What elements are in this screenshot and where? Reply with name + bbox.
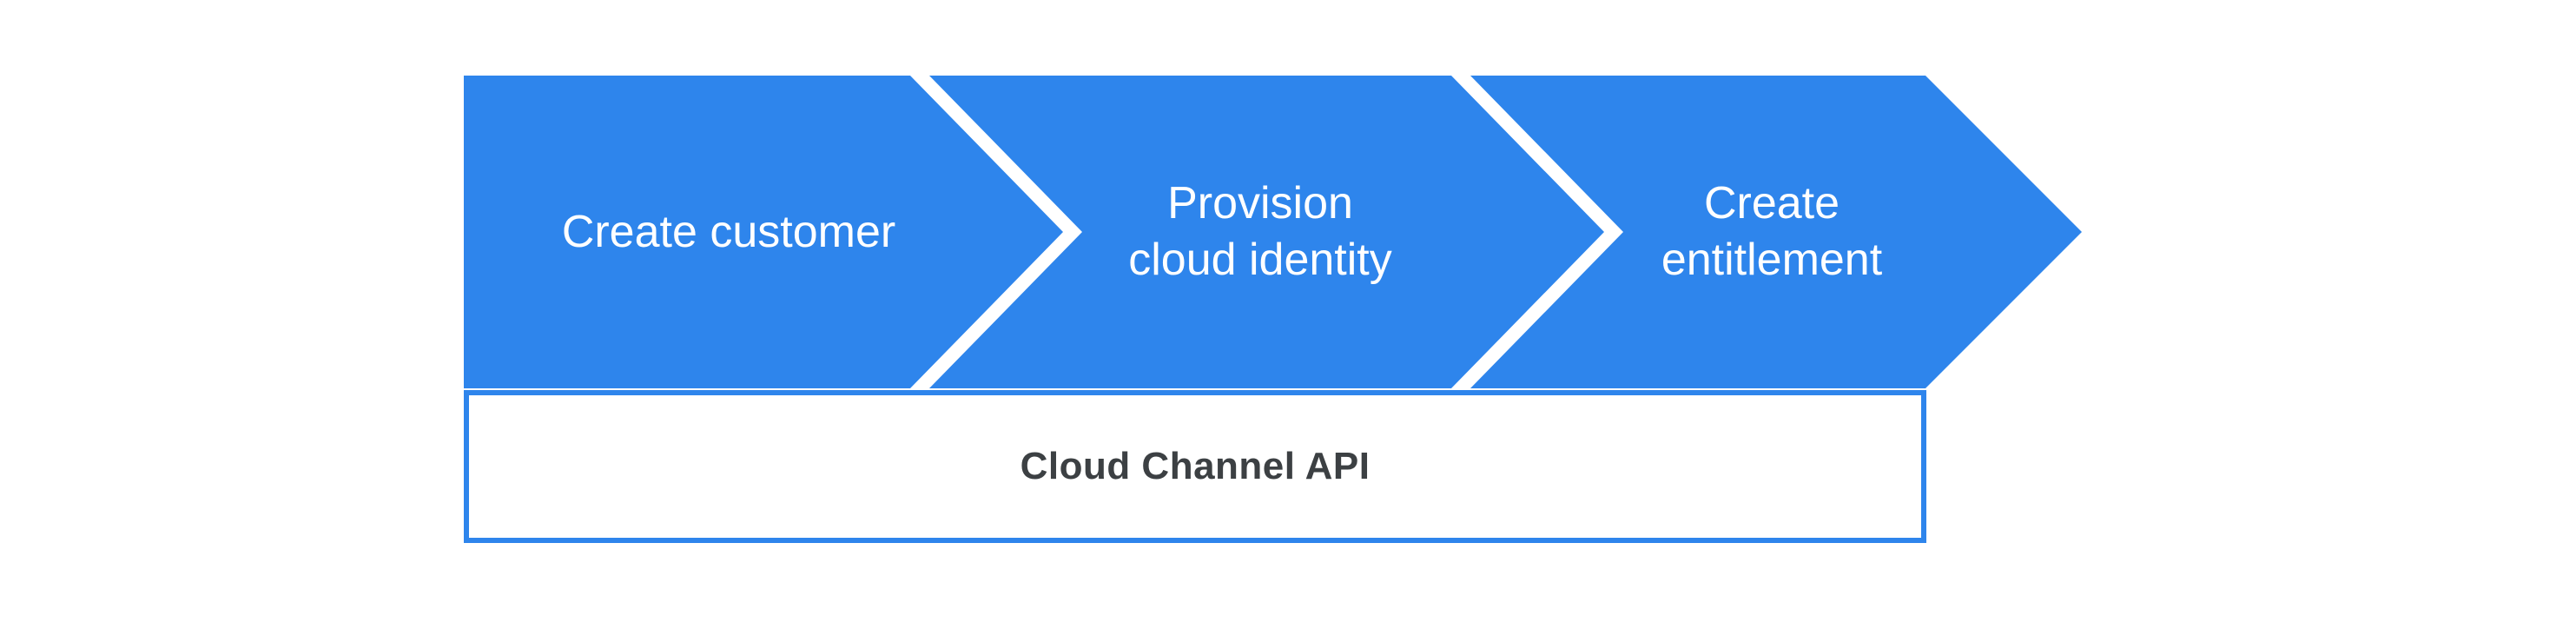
cloud-channel-api-label: Cloud Channel API [1020,445,1371,487]
chevron-step-2-shape [929,76,1604,388]
cloud-channel-api-box: Cloud Channel API [464,390,1926,543]
chevron-step-1-shape [464,76,1063,388]
chevron-step-3-shape [1470,76,2082,388]
